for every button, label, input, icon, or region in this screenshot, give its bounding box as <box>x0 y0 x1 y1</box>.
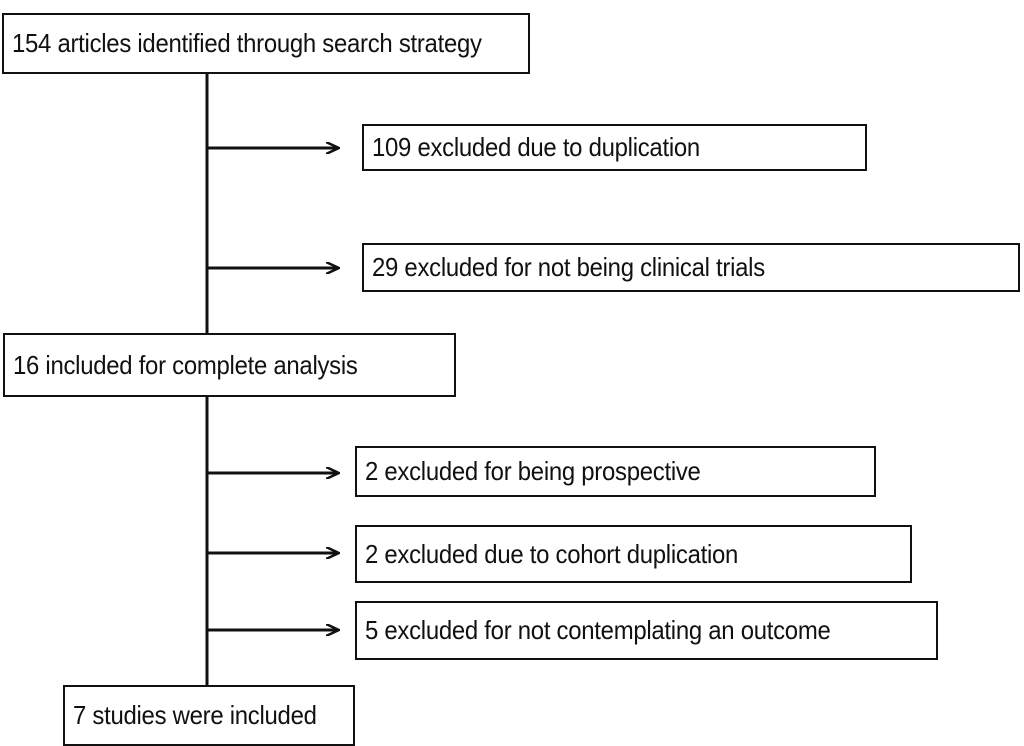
excluded-prospective-box: 2 excluded for being prospective <box>355 446 876 497</box>
final-included-box: 7 studies were included <box>63 685 355 746</box>
excluded-no-outcome-box: 5 excluded for not contemplating an outc… <box>355 601 938 660</box>
excluded-duplication-box: 109 excluded due to duplication <box>362 124 867 171</box>
excluded-not-clinical-box: 29 excluded for not being clinical trial… <box>362 243 1020 292</box>
included-complete-box: 16 included for complete analysis <box>3 333 456 397</box>
final-included-text: 7 studies were included <box>73 700 317 730</box>
identified-box: 154 articles identified through search s… <box>2 13 530 74</box>
excluded-cohort-duplication-box: 2 excluded due to cohort duplication <box>355 525 912 583</box>
excluded-duplication-text: 109 excluded due to duplication <box>372 132 700 162</box>
excluded-no-outcome-text: 5 excluded for not contemplating an outc… <box>365 615 831 645</box>
excluded-prospective-text: 2 excluded for being prospective <box>365 456 701 486</box>
identified-text: 154 articles identified through search s… <box>12 28 482 58</box>
included-complete-text: 16 included for complete analysis <box>13 349 358 380</box>
excluded-cohort-duplication-text: 2 excluded due to cohort duplication <box>365 538 739 569</box>
excluded-not-clinical-text: 29 excluded for not being clinical trial… <box>372 252 765 282</box>
